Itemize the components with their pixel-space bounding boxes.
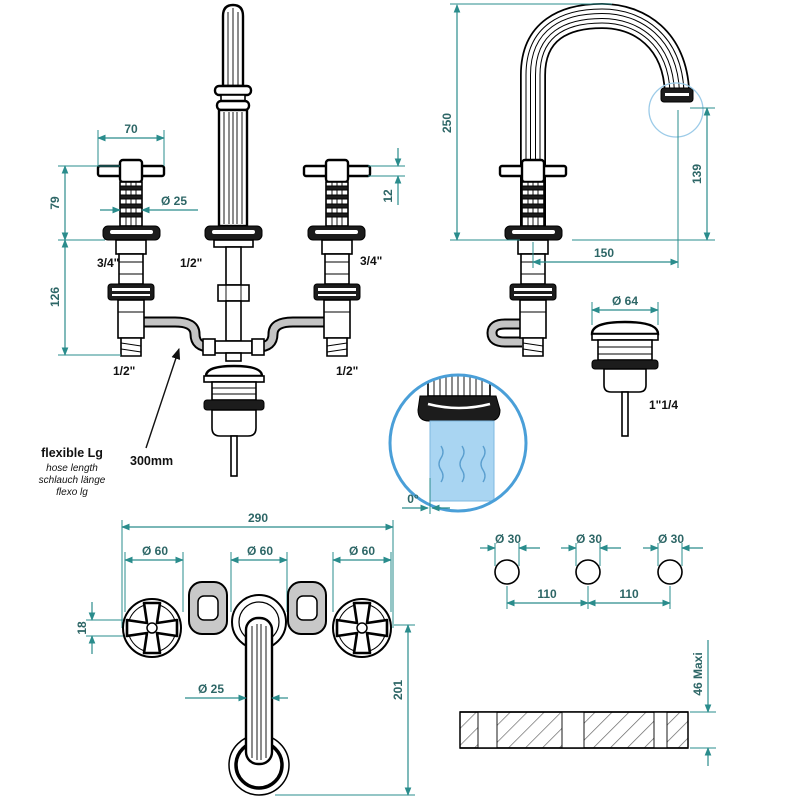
dim-right-handle-diameter: Ø 60 [332, 544, 392, 612]
dim-label: Ø 30 [658, 532, 684, 546]
side-view: 250 139 150 Ø 64 [440, 2, 715, 437]
dim-label: 139 [690, 164, 704, 184]
dim-label: 79 [48, 196, 62, 210]
dim-max-thickness: 46 Maxi [690, 640, 716, 766]
dim-handle-bar: 12 [368, 148, 405, 205]
front-view: 70 79 126 Ø 25 12 3/4" 1/2" 3/4" 1/2" [39, 3, 405, 498]
dim-label: Ø 64 [612, 294, 638, 308]
hole-right [657, 559, 683, 585]
dim-label: 150 [594, 246, 614, 260]
dim-handle-arm: 18 [75, 602, 126, 654]
dim-label: 46 Maxi [691, 652, 705, 695]
right-hose-loop-top [287, 581, 327, 635]
dim-label: 250 [440, 113, 454, 133]
side-hose-loop [486, 318, 522, 348]
dim-total-height: 250 [440, 3, 612, 241]
spout-front [204, 3, 263, 342]
drain-thread-label: 1"1/4 [649, 398, 678, 412]
thread-label-right-bottom: 1/2" [336, 364, 358, 378]
tee-connector [202, 338, 265, 362]
dim-flow-angle: 0° [402, 478, 450, 514]
dim-label: Ø 60 [142, 544, 168, 558]
spout-top [228, 594, 290, 796]
dim-label: 18 [75, 621, 89, 635]
drain-side [590, 320, 660, 437]
dim-valve-height: 126 [48, 239, 121, 356]
hose-label-en: hose length [46, 463, 98, 474]
hose-label-de: schlauch länge [39, 475, 106, 486]
top-view: 290 Ø 60 Ø 60 Ø 60 18 [75, 511, 415, 796]
dim-hole-spacing: 110 110 [506, 586, 671, 609]
hole-left [494, 559, 520, 585]
dim-label: 201 [391, 680, 405, 700]
dim-label: Ø 60 [247, 544, 273, 558]
dim-hole-left-diameter: Ø 30 [480, 532, 540, 566]
dim-label: 70 [124, 122, 138, 136]
hole-center [575, 559, 601, 585]
left-hose-loop-top [188, 581, 228, 635]
dim-spout-diameter: Ø 25 [185, 682, 288, 702]
dim-stem-diameter: Ø 25 [100, 194, 198, 214]
mounting-holes: Ø 30 Ø 30 Ø 30 110 110 [459, 532, 716, 766]
left-flexible-hose [144, 322, 210, 347]
dim-spout-reach: 150 [532, 110, 679, 268]
dim-label: Ø 30 [495, 532, 521, 546]
hose-label-title: flexible Lg [41, 446, 103, 460]
dim-left-handle-diameter: Ø 60 [124, 544, 184, 612]
dim-label: Ø 30 [576, 532, 602, 546]
detail-magnifier: 0° [388, 373, 528, 514]
dim-label: Ø 60 [349, 544, 375, 558]
dim-label: 126 [48, 287, 62, 307]
dim-label: 0° [407, 492, 419, 506]
dim-label: 290 [248, 511, 268, 525]
countertop-section [459, 711, 689, 749]
outlet-highlight-circle [648, 82, 704, 138]
thread-label-right-top: 3/4" [360, 254, 382, 268]
dim-hole-right-diameter: Ø 30 [643, 532, 703, 566]
right-cross-handle-top [332, 598, 392, 658]
dim-label: Ø 25 [198, 682, 224, 696]
thread-label-center: 1/2" [180, 256, 202, 270]
hose-label-it: flexo lg [56, 487, 88, 498]
water-stream [429, 420, 495, 502]
dim-label: 110 [619, 587, 639, 601]
thread-label-left-bottom: 1/2" [113, 364, 135, 378]
dim-label: 12 [381, 189, 395, 203]
thread-label-left-top: 3/4" [97, 256, 119, 270]
dim-outlet-height: 139 [572, 107, 715, 241]
dim-label: Ø 25 [161, 194, 187, 208]
dim-handle-width: 70 [97, 122, 165, 166]
drain-front [203, 364, 265, 477]
dim-hole-center-diameter: Ø 30 [561, 532, 621, 566]
hose-length-value: 300mm [130, 454, 173, 468]
right-flexible-hose [258, 322, 324, 347]
dim-spout-length: 201 [275, 624, 415, 796]
hose-length-callout: flexible Lg hose length schlauch länge f… [39, 347, 181, 498]
dim-total-width: 290 [121, 511, 394, 628]
dim-label: 110 [537, 587, 557, 601]
gooseneck-spout-side [520, 2, 694, 228]
dim-spout-base-diameter: Ø 60 [230, 544, 288, 612]
dim-drain-diameter: Ø 64 [591, 294, 659, 325]
left-cross-handle-top [122, 598, 182, 658]
